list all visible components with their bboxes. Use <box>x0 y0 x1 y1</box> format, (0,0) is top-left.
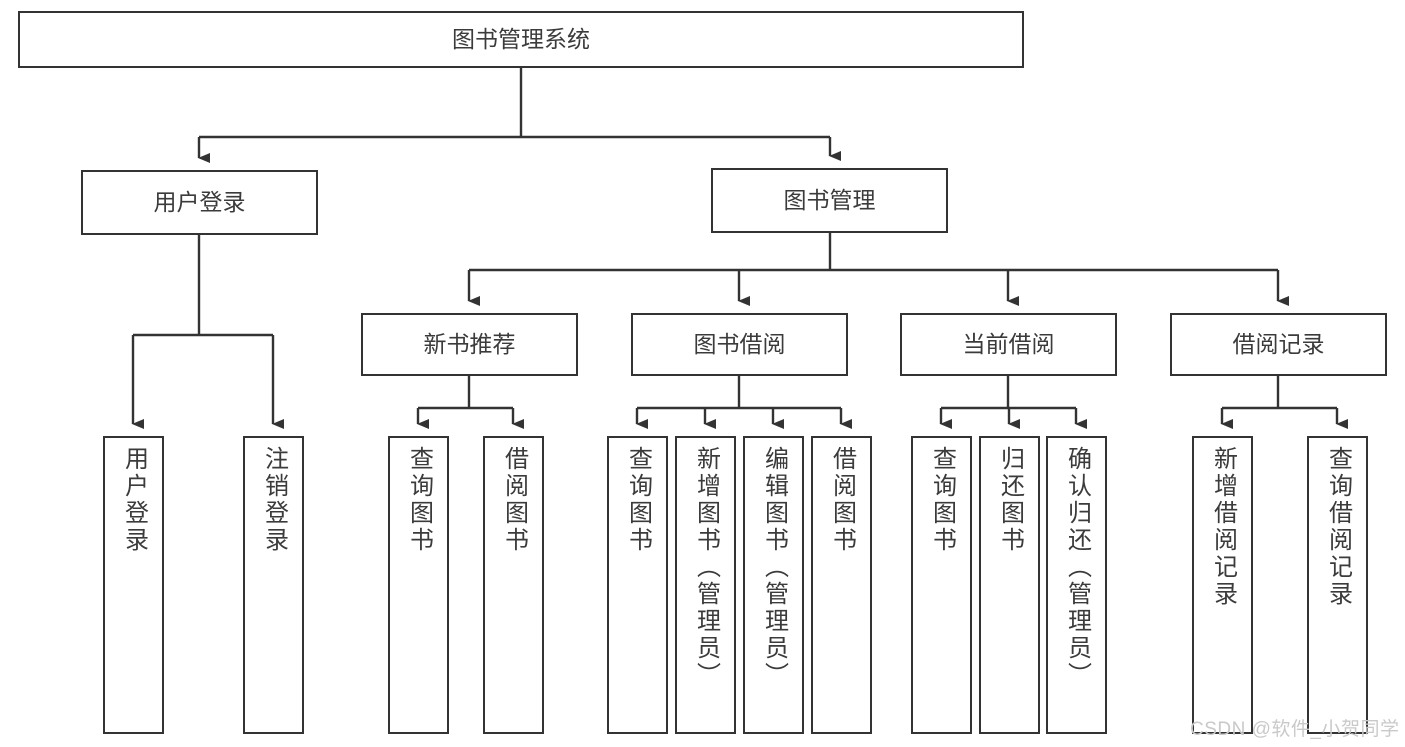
leaf-cb-confirm-return[interactable]: 确认归还（管理员） <box>1046 436 1107 734</box>
leaf-rec-add-record-label: 新增借阅记录 <box>1209 446 1237 608</box>
leaf-cb-query-book-label: 查询图书 <box>928 446 956 554</box>
leaf-logout-label: 注销登录 <box>260 446 288 554</box>
leaf-bb-edit-book-label: 编辑图书（管理员） <box>760 446 788 689</box>
node-book-borrow[interactable]: 图书借阅 <box>631 313 848 376</box>
leaf-nb-query-book[interactable]: 查询图书 <box>388 436 449 734</box>
node-new-book-recommend-label: 新书推荐 <box>423 330 516 357</box>
node-book-management-label: 图书管理 <box>783 186 876 213</box>
csdn-watermark: CSDN @软件_小贺同学 <box>1190 719 1400 740</box>
leaf-nb-query-book-label: 查询图书 <box>405 446 433 554</box>
node-root[interactable]: 图书管理系统 <box>18 11 1024 68</box>
leaf-rec-query-record[interactable]: 查询借阅记录 <box>1307 436 1368 734</box>
leaf-cb-query-book[interactable]: 查询图书 <box>911 436 972 734</box>
leaf-user-login[interactable]: 用户登录 <box>103 436 164 734</box>
node-current-borrow-label: 当前借阅 <box>962 330 1055 357</box>
node-root-label: 图书管理系统 <box>452 25 590 52</box>
leaf-user-login-label: 用户登录 <box>120 446 148 554</box>
leaf-cb-confirm-return-label: 确认归还（管理员） <box>1063 446 1091 689</box>
leaf-bb-edit-book[interactable]: 编辑图书（管理员） <box>743 436 804 734</box>
node-current-borrow[interactable]: 当前借阅 <box>900 313 1117 376</box>
node-book-management[interactable]: 图书管理 <box>711 168 948 233</box>
node-borrow-records[interactable]: 借阅记录 <box>1170 313 1387 376</box>
leaf-cb-return-book-label: 归还图书 <box>996 446 1024 554</box>
leaf-cb-return-book[interactable]: 归还图书 <box>979 436 1040 734</box>
leaf-nb-borrow-book[interactable]: 借阅图书 <box>483 436 544 734</box>
node-book-borrow-label: 图书借阅 <box>693 330 786 357</box>
leaf-bb-query-book-label: 查询图书 <box>624 446 652 554</box>
leaf-bb-add-book-label: 新增图书（管理员） <box>692 446 720 689</box>
node-new-book-recommend[interactable]: 新书推荐 <box>361 313 578 376</box>
leaf-logout[interactable]: 注销登录 <box>243 436 304 734</box>
node-user-login-label: 用户登录 <box>153 188 246 215</box>
leaf-bb-borrow-book-label: 借阅图书 <box>828 446 856 554</box>
node-borrow-records-label: 借阅记录 <box>1232 330 1325 357</box>
leaf-rec-add-record[interactable]: 新增借阅记录 <box>1192 436 1253 734</box>
leaf-bb-add-book[interactable]: 新增图书（管理员） <box>675 436 736 734</box>
leaf-bb-borrow-book[interactable]: 借阅图书 <box>811 436 872 734</box>
leaf-rec-query-record-label: 查询借阅记录 <box>1324 446 1352 608</box>
node-user-login[interactable]: 用户登录 <box>81 170 318 235</box>
leaf-nb-borrow-book-label: 借阅图书 <box>500 446 528 554</box>
leaf-bb-query-book[interactable]: 查询图书 <box>607 436 668 734</box>
